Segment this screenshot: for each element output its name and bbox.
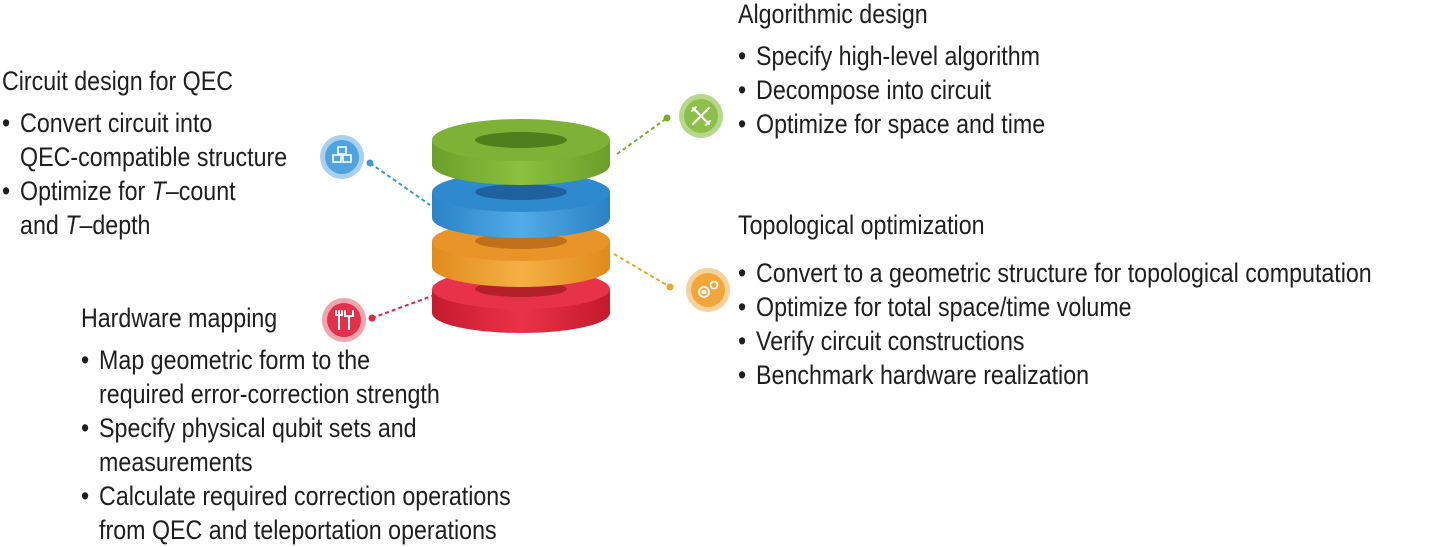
pencil-ruler-icon: [679, 94, 723, 138]
list-item: •Map geometric form to the required erro…: [81, 345, 440, 409]
algorithmic-design-section: Algorithmic design •Specify high-level a…: [738, 0, 1095, 141]
bullet-list: •Map geometric form to the required erro…: [81, 343, 581, 547]
list-item: •Benchmark hardware realization: [738, 360, 1090, 390]
bullet-list: •Specify high-level algorithm •Decompose…: [738, 39, 1095, 141]
section-title: Topological optimization: [738, 210, 985, 240]
list-item: •Optimize for space and time: [738, 109, 1046, 139]
topological-optimization-section: Topological optimization •Convert to a g…: [738, 208, 1430, 392]
connector-circuit: [366, 159, 431, 206]
bullet-list: •Convert to a geometric structure for to…: [738, 256, 1430, 392]
topological-optimization-layer: [432, 221, 610, 287]
list-item: •Decompose into circuit: [738, 75, 991, 105]
connector-hardware: [368, 295, 433, 322]
list-item: •Optimize for T–count and T–depth: [2, 176, 236, 240]
list-item: •Optimize for total space/time volume: [738, 292, 1132, 322]
bullet-list: •Convert circuit into QEC-compatible str…: [2, 106, 334, 242]
list-item: •Specify high-level algorithm: [738, 41, 1041, 71]
connector-topological: [613, 253, 674, 291]
list-item: •Convert to a geometric structure for to…: [738, 258, 1372, 288]
section-title: Algorithmic design: [738, 0, 928, 29]
section-title: Hardware mapping: [81, 303, 278, 333]
algorithmic-design-layer: [432, 119, 610, 185]
tools-icon: [322, 298, 366, 342]
list-item: •Calculate required correction operation…: [81, 481, 511, 545]
list-item: •Convert circuit into QEC-compatible str…: [2, 108, 288, 172]
circuit-design-section: Circuit design for QEC •Convert circuit …: [2, 64, 334, 242]
list-item: •Verify circuit constructions: [738, 326, 1025, 356]
gears-icon: [686, 268, 730, 312]
cubes-icon: [320, 135, 364, 179]
connector-algorithmic: [616, 114, 671, 155]
list-item: •Specify physical qubit sets and measure…: [81, 413, 417, 477]
section-title: Circuit design for QEC: [2, 66, 233, 96]
hardware-mapping-section: Hardware mapping •Map geometric form to …: [81, 301, 581, 547]
